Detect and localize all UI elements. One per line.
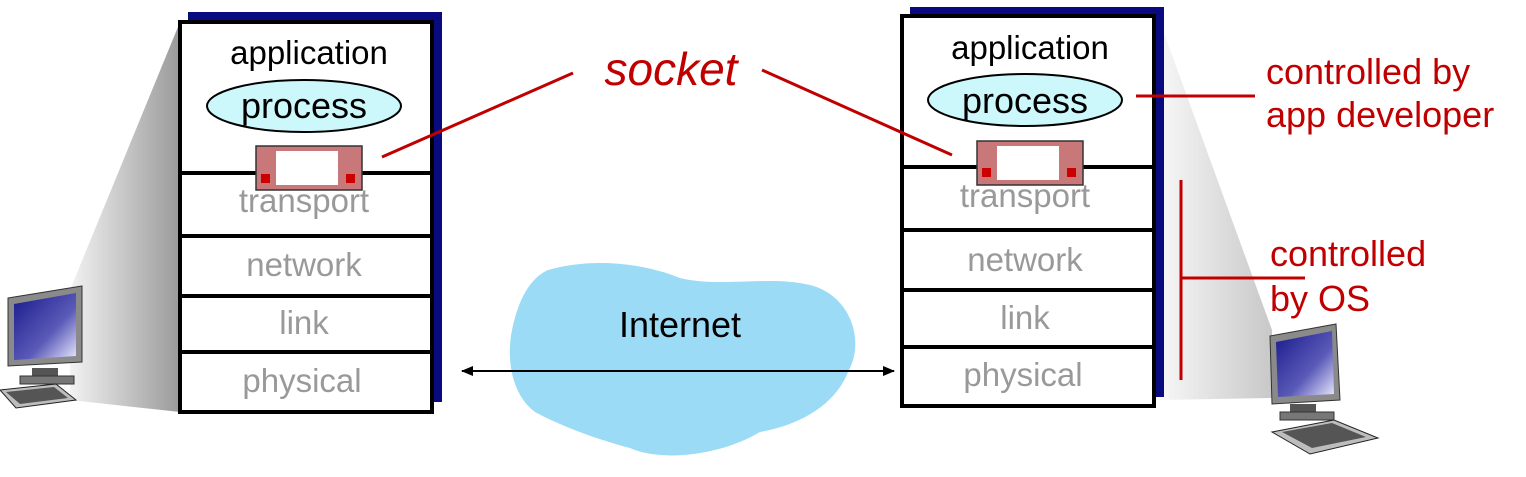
internet-label: Internet xyxy=(619,304,741,345)
right-process-label: process xyxy=(962,80,1088,121)
app-developer-line-2: app developer xyxy=(1266,94,1494,135)
left-socket-icon xyxy=(255,145,363,191)
right-computer-icon xyxy=(1269,323,1380,455)
right-process-ellipse xyxy=(927,73,1123,127)
socket-pointer-left xyxy=(381,71,574,159)
os-line-1: controlled xyxy=(1270,233,1426,274)
right-physical-label: physical xyxy=(963,356,1082,393)
left-beam xyxy=(70,22,180,412)
left-host-stack: application process transport network li… xyxy=(178,12,442,414)
right-link-label: link xyxy=(1000,299,1050,336)
right-beam xyxy=(1160,22,1272,400)
left-application-label: application xyxy=(230,34,388,71)
right-transport-label: transport xyxy=(960,177,1090,214)
app-developer-line-1: controlled by xyxy=(1266,51,1470,92)
os-line-2: by OS xyxy=(1270,278,1370,319)
left-physical-label: physical xyxy=(242,362,361,399)
right-socket-icon xyxy=(976,140,1084,186)
socket-label: socket xyxy=(605,43,740,95)
left-transport-label: transport xyxy=(239,182,369,219)
internet-cloud xyxy=(509,263,856,456)
right-network-label: network xyxy=(967,241,1083,278)
left-link-label: link xyxy=(279,304,329,341)
os-annotation: controlled by OS xyxy=(1270,233,1436,319)
app-developer-annotation: controlled by app developer xyxy=(1266,51,1494,135)
left-network-label: network xyxy=(246,246,362,283)
left-process-ellipse xyxy=(206,79,402,133)
left-process-label: process xyxy=(241,85,367,126)
left-computer-icon xyxy=(0,285,83,409)
right-host-stack: application process transport network li… xyxy=(900,7,1164,408)
socket-pointer-right xyxy=(761,68,953,157)
right-application-label: application xyxy=(951,29,1109,66)
